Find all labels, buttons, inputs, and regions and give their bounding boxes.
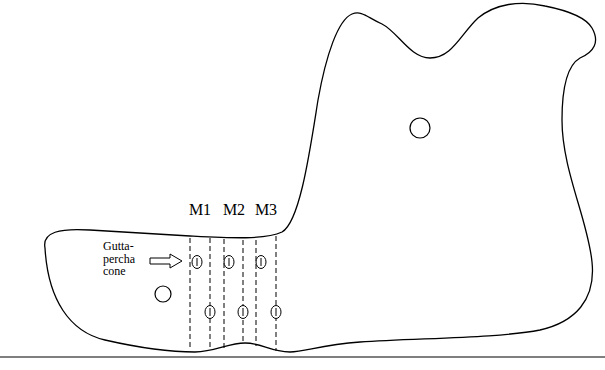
mental-foramen xyxy=(155,286,171,302)
gutta-percha-cones xyxy=(192,256,281,319)
pointer-arrow xyxy=(150,254,182,268)
tooth-label: M2 xyxy=(223,202,245,219)
callout-label: Gutta-percha cone xyxy=(103,240,147,278)
tooth-label: M1 xyxy=(189,202,211,219)
mandibular-foramen xyxy=(410,118,430,138)
ground-line xyxy=(0,356,605,357)
tooth-label: M3 xyxy=(255,202,277,219)
mandible-outline xyxy=(45,3,596,352)
tooth-lines xyxy=(190,236,276,351)
